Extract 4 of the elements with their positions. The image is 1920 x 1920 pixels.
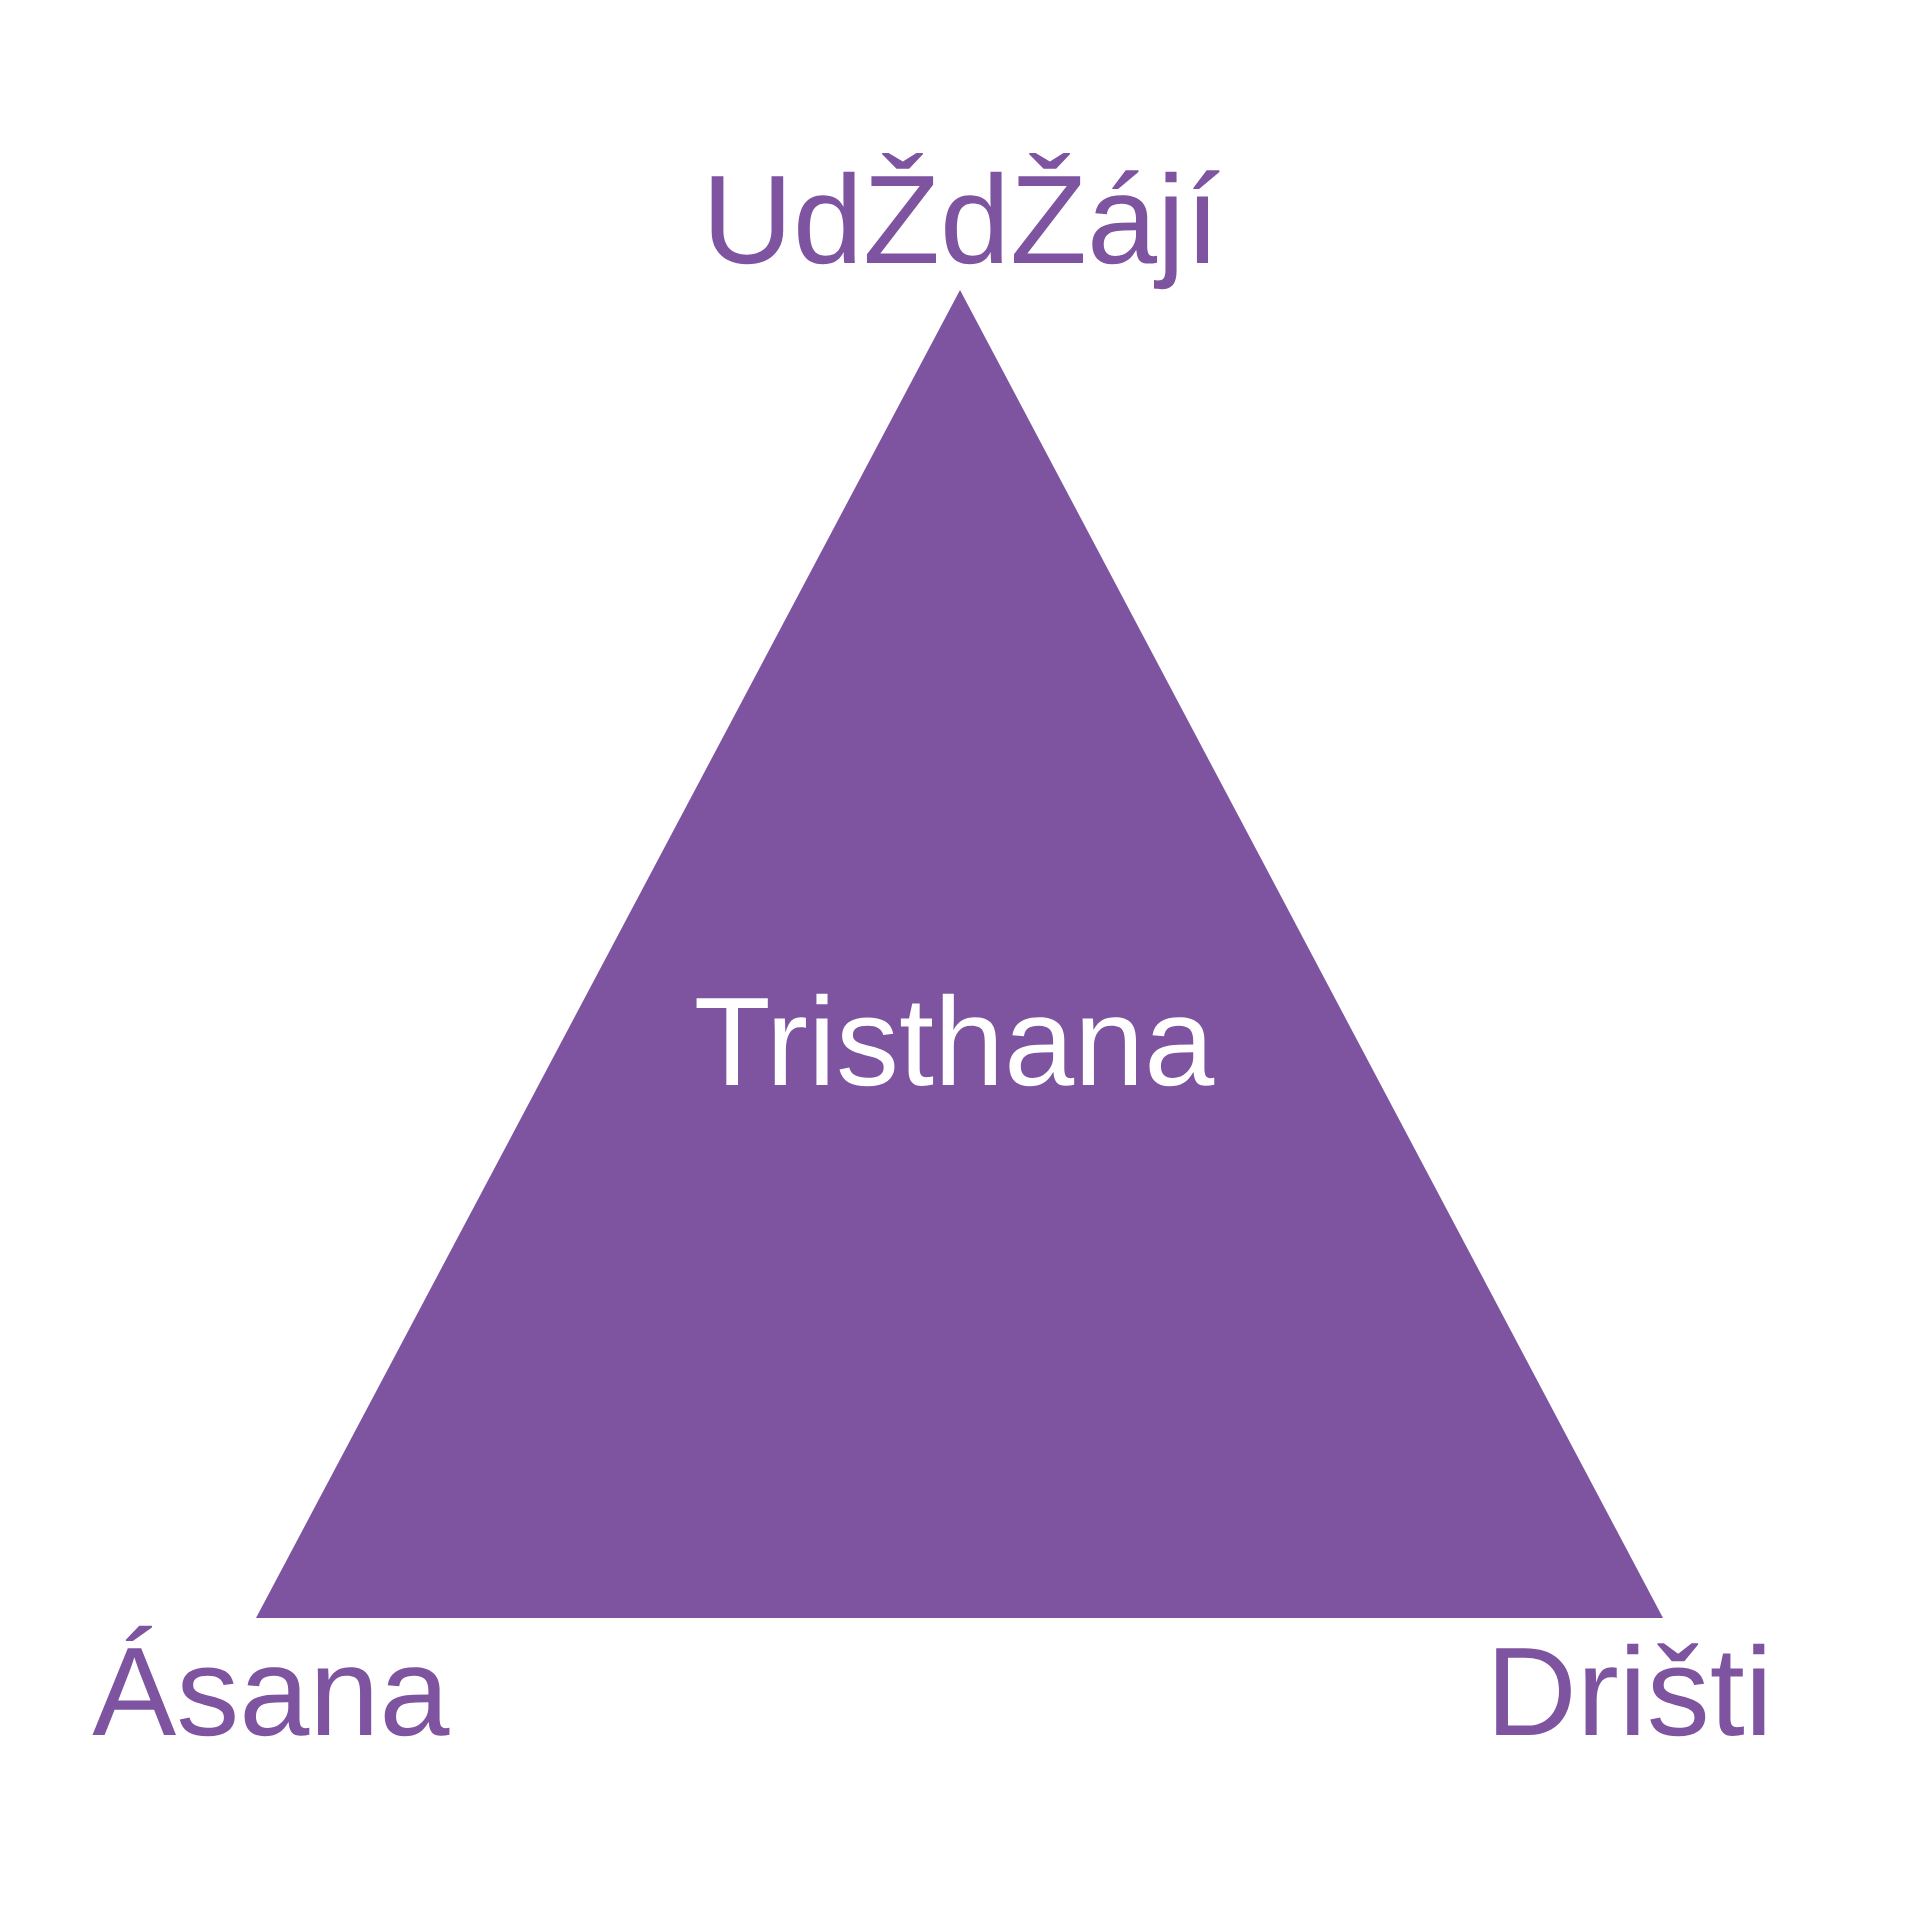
corner-label: UdŽdŽájí	[711, 152, 1220, 290]
triangle: Tristhana	[256, 290, 1663, 1618]
corner-label: Ásana	[92, 1625, 450, 1737]
corner-label: Drišti	[1496, 1643, 1765, 1737]
